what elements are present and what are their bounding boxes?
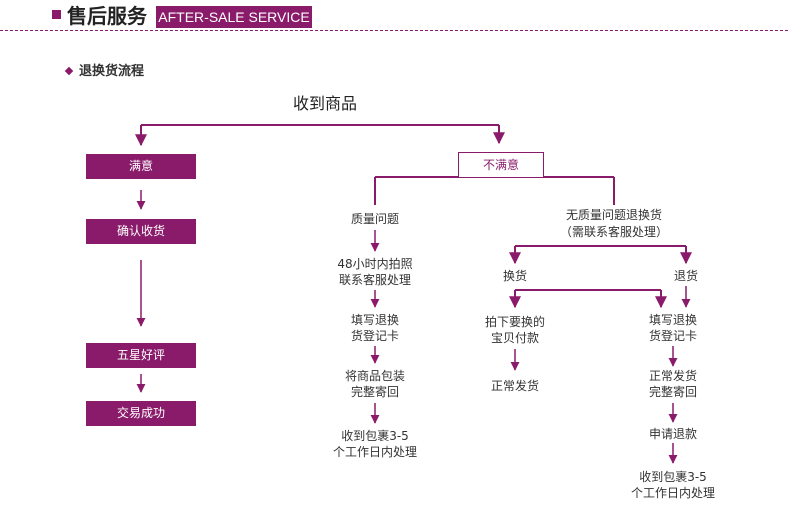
quality-step-1b: 联系客服处理 (338, 273, 411, 287)
exchange-step-1b: 宝贝付款 (490, 331, 539, 345)
section-title: 退换货流程 (79, 64, 145, 79)
return-step-2b: 完整寄回 (648, 385, 697, 399)
header-title: 售后服务 (67, 4, 147, 28)
return-label: 退货 (673, 269, 698, 283)
non-quality-label-2: （需联系客服处理） (559, 225, 668, 239)
unsatisfied-box: 不满意 (458, 152, 544, 178)
exchange-step-2: 正常发货 (490, 379, 539, 393)
quality-step-4a: 收到包裹3-5 (341, 429, 409, 443)
confirm-receipt-box: 确认收货 (86, 219, 196, 244)
header-square-icon (52, 10, 61, 19)
quality-step-3b: 完整寄回 (350, 385, 399, 399)
return-step-4b: 个工作日内处理 (630, 486, 715, 500)
quality-step-1a: 48小时内拍照 (337, 257, 413, 271)
non-quality-label-1: 无质量问题退换货 (565, 208, 662, 222)
root-node: 收到商品 (292, 94, 357, 113)
return-step-1a: 填写退换 (648, 313, 697, 327)
exchange-step-1a: 拍下要换的 (484, 315, 545, 329)
transaction-success-box: 交易成功 (86, 401, 196, 426)
return-step-1b: 货登记卡 (648, 329, 697, 343)
quality-step-3a: 将商品包装 (344, 369, 405, 383)
return-step-4a: 收到包裹3-5 (639, 470, 707, 484)
satisfied-box: 满意 (86, 154, 196, 179)
header-badge: AFTER-SALE SERVICE (156, 6, 312, 28)
quality-step-2b: 货登记卡 (350, 329, 399, 343)
quality-step-4b: 个工作日内处理 (332, 445, 417, 459)
header-divider (0, 30, 788, 31)
quality-step-2a: 填写退换 (350, 313, 399, 327)
exchange-label: 换货 (502, 269, 527, 283)
return-step-2a: 正常发货 (648, 369, 697, 383)
quality-issue-label: 质量问题 (350, 212, 399, 226)
return-step-3: 申请退款 (648, 427, 697, 441)
five-star-review-box: 五星好评 (86, 343, 196, 368)
